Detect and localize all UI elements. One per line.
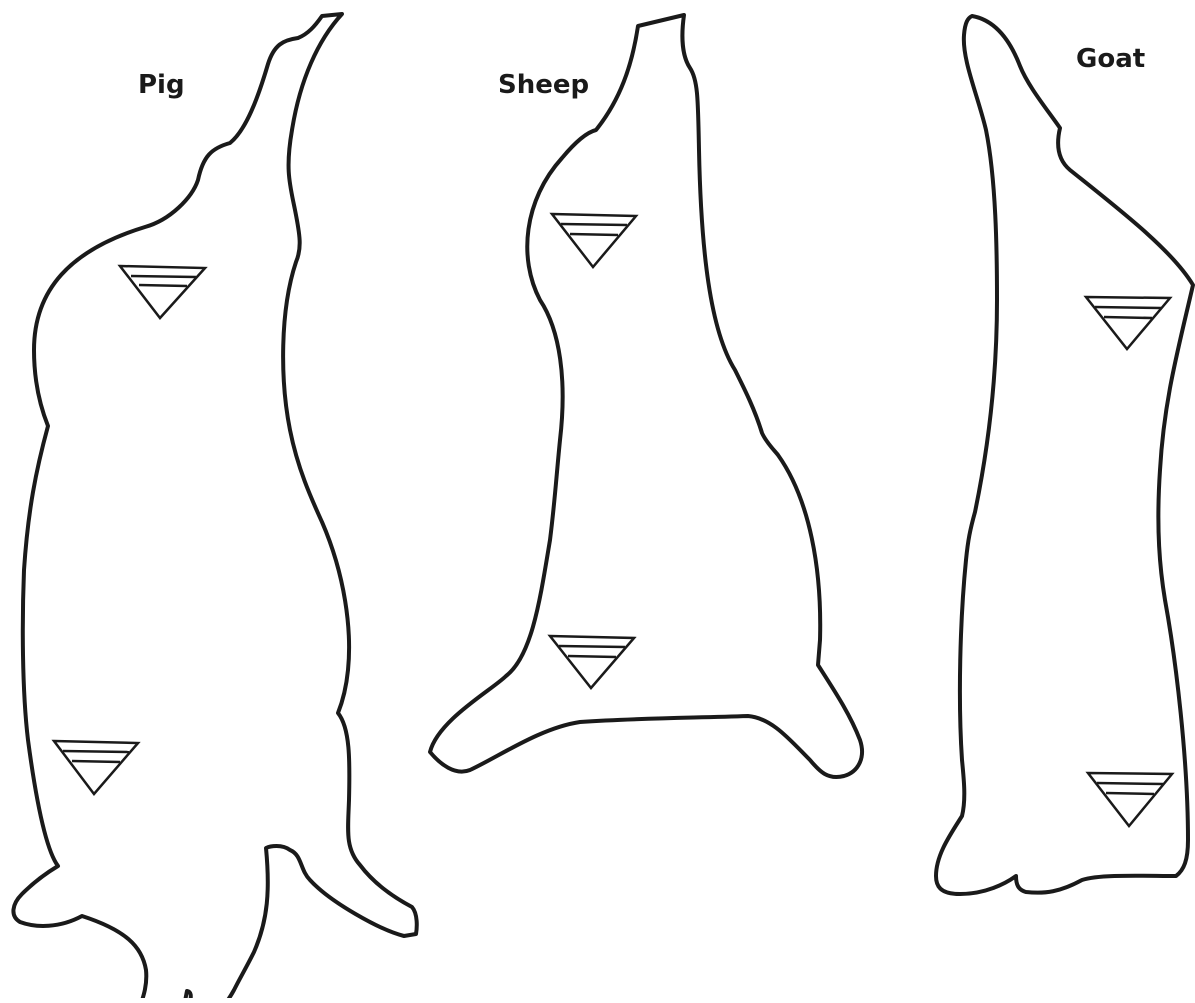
pig-upper-stamp-bar: [131, 276, 196, 277]
goat-lower-stamp-bar: [1097, 783, 1163, 784]
sheep-lower-stamp-bar: [568, 656, 616, 657]
pig-carcass: [13, 14, 416, 998]
sheep-lower-stamp-bar: [559, 646, 625, 647]
goat-lower-stamp-bar: [1106, 793, 1154, 794]
goat-upper-stamp-bar: [1095, 307, 1161, 308]
pig-label: Pig: [138, 72, 185, 98]
pig-upper-stamp-bar: [139, 285, 187, 286]
goat-carcass-outline: [936, 16, 1193, 894]
pig-carcass-outline: [13, 14, 416, 998]
sheep-upper-stamp-bar: [570, 234, 618, 235]
goat-carcass: [936, 16, 1193, 894]
sheep-label: Sheep: [498, 72, 589, 98]
goat-label: Goat: [1076, 46, 1145, 72]
pig-lower-stamp-bar: [63, 751, 129, 752]
pig-lower-stamp-bar: [72, 761, 120, 762]
goat-upper-stamp-bar: [1104, 317, 1152, 318]
sheep-carcass-outline: [430, 15, 862, 777]
sheep-upper-stamp-bar: [561, 224, 627, 225]
sheep-carcass: [430, 15, 862, 777]
